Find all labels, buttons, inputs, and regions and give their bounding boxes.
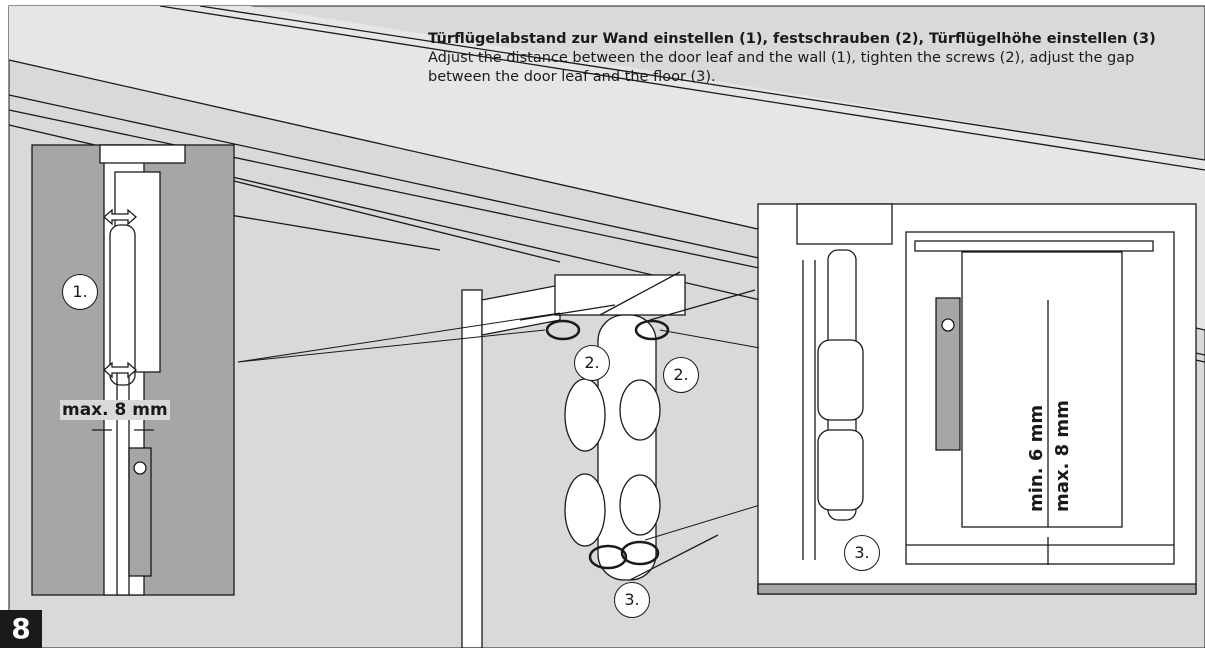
left-detail-panel [31,144,235,596]
caption-english: Adjust the distance between the door lea… [428,50,1135,85]
wall-gap-measurement: max. 8 mm [60,400,170,420]
callout-2-right: 2. [663,357,699,393]
rail-profile [796,203,893,245]
callout-2-left: 2. [574,345,610,381]
instruction-caption: Türflügelabstand zur Wand einstellen (1)… [428,30,1203,87]
floor-gap-min: min. 6 mm [1026,404,1047,512]
roller-carriage [461,271,756,648]
door-edge [461,289,483,648]
door-leaf-left [128,447,152,577]
rail-profile [99,144,186,164]
floor-gap-max: max. 8 mm [1052,400,1073,512]
caption-german: Türflügelabstand zur Wand einstellen (1)… [428,31,1156,47]
roller-wheels [109,224,136,386]
door-leaf-right [961,251,1123,528]
callout-3-right: 3. [844,535,880,571]
carriage-block [554,274,686,316]
leader-lines [237,312,761,541]
callout-1: 1. [62,274,98,310]
adjust-arrow-icon [103,208,137,226]
adjust-arrow-icon [103,361,137,379]
right-detail-panel [757,203,1197,595]
step-number-badge: 8 [0,610,42,648]
callout-3-bottom: 3. [614,582,650,618]
